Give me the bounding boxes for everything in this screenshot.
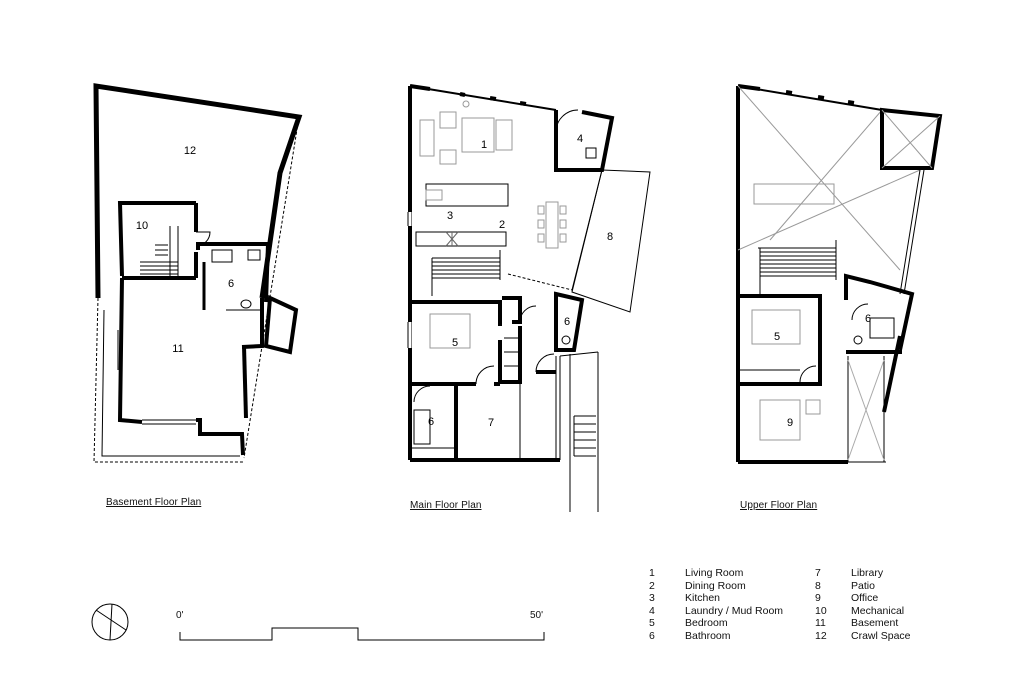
upper-skylight	[880, 107, 943, 170]
legend-label: Laundry / Mud Room	[685, 604, 784, 617]
main-bedroom-walls	[410, 300, 502, 326]
room-label: 6	[865, 313, 871, 325]
legend-label: Basement	[851, 617, 899, 630]
main-stairs	[431, 250, 501, 296]
basement-plan	[93, 83, 303, 463]
legend-number: 6	[649, 629, 655, 642]
legend-label: Kitchen	[685, 592, 721, 605]
room-label: 6	[228, 278, 234, 290]
legend-label: Bathroom	[685, 629, 731, 642]
upper-stairs	[753, 183, 837, 298]
upper-bedroom-walls	[738, 294, 822, 386]
main-caption: Main Floor Plan	[410, 500, 482, 511]
legend-item: 11 Basement	[815, 617, 911, 630]
legend-label: Patio	[851, 579, 875, 592]
legend-item: 1 Living Room	[649, 567, 783, 580]
room-label: 2	[499, 219, 505, 231]
legend-number: 8	[815, 579, 821, 592]
basement-dashed-outline	[93, 297, 244, 463]
main-bathroom-right	[554, 291, 585, 352]
legend-number: 12	[815, 629, 827, 642]
scale-end-label: 50'	[530, 610, 544, 621]
legend-number: 10	[815, 604, 827, 617]
legend-number: 11	[815, 617, 826, 630]
room-label: 6	[428, 416, 434, 428]
room-label: 8	[607, 231, 613, 243]
room-label: 3	[447, 210, 453, 222]
legend-item: 2 Dining Room	[649, 580, 783, 593]
room-label: 5	[774, 331, 780, 343]
legend-item: 8 Patio	[815, 580, 911, 593]
legend-number: 1	[649, 567, 655, 579]
legend-number: 7	[815, 567, 821, 579]
legend-number: 9	[815, 592, 821, 605]
legend-item: 6 Bathroom	[649, 630, 783, 643]
living-furniture	[419, 100, 513, 165]
exterior-stair	[559, 351, 599, 512]
legend-label: Bedroom	[685, 617, 728, 630]
legend-number: 3	[649, 592, 655, 605]
basement-bathroom-walls	[196, 242, 271, 303]
scale-start-label: 0'	[176, 610, 184, 621]
upper-bathroom-walls	[844, 273, 915, 351]
basement-dashed-edge	[243, 116, 300, 459]
legend-item: 10 Mechanical	[815, 605, 911, 618]
legend-item: 5 Bedroom	[649, 617, 783, 630]
legend-number: 5	[649, 617, 655, 630]
north-arrow-icon	[91, 603, 129, 641]
main-plan	[407, 84, 651, 512]
legend-item: 3 Kitchen	[649, 592, 783, 605]
room-label: 5	[452, 337, 458, 349]
open-to-below	[737, 85, 921, 271]
legend-number: 4	[649, 604, 655, 617]
legend-item: 12 Crawl Space	[815, 630, 911, 643]
kitchen-island	[425, 183, 509, 207]
legend-item: 9 Office	[815, 592, 911, 605]
room-label: 7	[488, 417, 494, 429]
room-label: 11	[172, 343, 183, 355]
legend-label: Office	[851, 592, 879, 605]
laundry-walls	[554, 110, 615, 172]
legend-label: Library	[851, 567, 884, 579]
basement-window-box	[263, 294, 299, 355]
legend-label: Dining Room	[685, 579, 746, 592]
legend-label: Mechanical	[851, 604, 905, 617]
patio-outline	[571, 169, 651, 313]
dining-table	[537, 201, 567, 249]
room-label: 6	[564, 316, 570, 328]
room-label: 10	[136, 220, 148, 232]
basement-caption: Basement Floor Plan	[106, 497, 202, 508]
legend-left: 1 Living Room 2 Dining Room 3 Kitchen 4 Laundry…	[649, 567, 783, 643]
scale-bar	[179, 627, 545, 641]
room-label: 12	[184, 145, 196, 157]
upper-deck	[847, 356, 885, 462]
room-label: 9	[787, 417, 793, 429]
main-top-wall	[409, 85, 557, 111]
legend-label: Living Room	[685, 567, 744, 579]
legend-label: Crawl Space	[851, 629, 911, 642]
upper-caption: Upper Floor Plan	[740, 500, 818, 511]
upper-plan	[736, 84, 943, 464]
room-label: 1	[481, 139, 487, 151]
mechanical-walls	[117, 201, 196, 277]
legend-number: 2	[649, 579, 655, 592]
room-label: 4	[577, 133, 583, 145]
legend-right: 7 Library 8 Patio 9 Office 10 Mechanical 11 Basem…	[815, 567, 911, 643]
legend-item: 7 Library	[815, 567, 911, 580]
legend-item: 4 Laundry / Mud Room	[649, 605, 783, 618]
basement-stairs	[140, 244, 178, 275]
